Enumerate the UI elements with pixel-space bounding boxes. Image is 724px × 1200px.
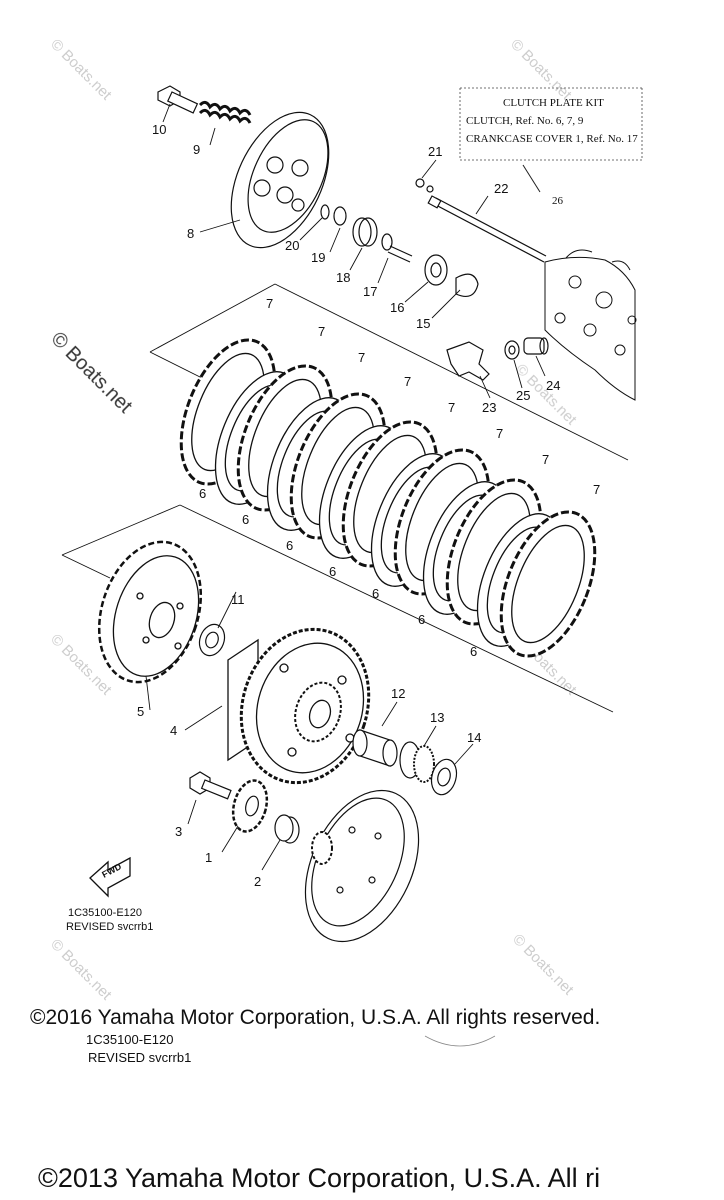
callout-4: 4 <box>170 723 177 738</box>
clutch-plate-kit-box: CLUTCH PLATE KIT CLUTCH, Ref. No. 6, 7, … <box>459 87 643 207</box>
callout-3: 3 <box>175 824 182 839</box>
callout-10: 10 <box>152 122 166 137</box>
callout-24: 24 <box>546 378 560 393</box>
watermark-text: © Boats.net <box>507 36 575 104</box>
callout-14: 14 <box>467 730 481 745</box>
callout-7: 7 <box>266 296 273 311</box>
callout-25: 25 <box>516 388 530 403</box>
watermark-text: © Boats.net <box>509 931 577 999</box>
spring-part-9 <box>198 100 252 124</box>
spacer-part-12 <box>352 729 398 767</box>
bearing-part-18 <box>352 217 378 247</box>
callout-16: 16 <box>390 300 404 315</box>
callout-8: 8 <box>187 226 194 241</box>
washer-part-19 <box>333 206 347 226</box>
bolt-part-3 <box>189 771 232 800</box>
circlip-part-20 <box>320 204 330 220</box>
spacer-part-2 <box>274 814 300 844</box>
ball-part-21 <box>415 178 425 188</box>
callout-18: 18 <box>336 270 350 285</box>
callout-6: 6 <box>329 564 336 579</box>
watermark-text: © Boats.net <box>47 36 115 104</box>
kit-title: CLUTCH PLATE KIT <box>503 97 604 109</box>
push-rod-part-17 <box>381 233 413 263</box>
callout-5: 5 <box>137 704 144 719</box>
callout-15: 15 <box>416 316 430 331</box>
washer-part-14 <box>430 758 458 796</box>
callout-9: 9 <box>193 142 200 157</box>
callout-6: 6 <box>372 586 379 601</box>
lever-part-23 <box>446 341 490 381</box>
callout-6: 6 <box>286 538 293 553</box>
callout-1: 1 <box>205 850 212 865</box>
callout-22: 22 <box>494 181 508 196</box>
callout-21: 21 <box>428 144 442 159</box>
callout-7: 7 <box>448 400 455 415</box>
copyright-2016: ©2016 Yamaha Motor Corporation, U.S.A. A… <box>30 1006 601 1029</box>
callout-23: 23 <box>482 400 496 415</box>
callout-7: 7 <box>318 324 325 339</box>
kit-line-clutch: CLUTCH, Ref. No. 6, 7, 9 <box>466 115 584 127</box>
callout-7: 7 <box>404 374 411 389</box>
callout-numbers: 10 9 8 20 19 18 17 16 15 21 22 23 24 25 … <box>137 122 600 889</box>
copyright-2013: ©2013 Yamaha Motor Corporation, U.S.A. A… <box>38 1163 601 1193</box>
clutch-plates <box>179 338 597 658</box>
clutch-housing-part-4 <box>227 627 371 785</box>
thrust-washer-part-11 <box>198 623 226 657</box>
callout-6: 6 <box>470 644 477 659</box>
diagram-revised: REVISED svcrrb1 <box>66 921 153 933</box>
callout-19: 19 <box>311 250 325 265</box>
push-rod-part-22 <box>427 195 547 263</box>
callout-7: 7 <box>542 452 549 467</box>
callout-6: 6 <box>418 612 425 627</box>
callout-11: 11 <box>231 592 245 607</box>
watermark-text: © Boats.net <box>46 328 136 418</box>
kit-line-cover: CRANKCASE COVER 1, Ref. No. 17 <box>466 133 638 145</box>
leader-lines <box>145 103 546 871</box>
bolt-part-10 <box>157 85 199 114</box>
callout-7: 7 <box>496 426 503 441</box>
divider-swoosh <box>424 1035 496 1047</box>
crankcase-cover-fragment <box>544 249 637 401</box>
footer-drawing-code: 1C35100-E120 <box>86 1032 174 1047</box>
pressure-plate-assembly <box>157 85 547 297</box>
clutch-boss-part-5 <box>97 540 203 684</box>
retainer-part-15 <box>455 273 479 297</box>
pressure-plate-part-8 <box>230 111 330 249</box>
diagram-drawing-code: 1C35100-E120 <box>68 907 142 919</box>
callout-20: 20 <box>285 238 299 253</box>
footer-revised: REVISED svcrrb1 <box>88 1050 192 1065</box>
callout-13: 13 <box>430 710 444 725</box>
callout-2: 2 <box>254 874 261 889</box>
oil-seal-part-16 <box>424 254 448 286</box>
bush-part-25 <box>504 340 520 360</box>
needle-bearing-part-13 <box>399 741 435 783</box>
watermark-text: © Boats.net <box>47 936 115 1004</box>
release-lever-group <box>446 337 549 381</box>
callout-17: 17 <box>363 284 377 299</box>
primary-driven-gear-assembly <box>304 789 420 943</box>
callout-7: 7 <box>358 350 365 365</box>
callout-12: 12 <box>391 686 405 701</box>
callout-6: 6 <box>242 512 249 527</box>
bush-part-24 <box>523 337 549 355</box>
kit-ref-number: 26 <box>552 195 564 207</box>
friction-plate-part-7 <box>499 510 597 658</box>
primary-drive-gear-part-1 <box>231 779 269 833</box>
callout-6: 6 <box>199 486 206 501</box>
callout-7: 7 <box>593 482 600 497</box>
forward-arrow-icon: FWD <box>89 856 131 898</box>
